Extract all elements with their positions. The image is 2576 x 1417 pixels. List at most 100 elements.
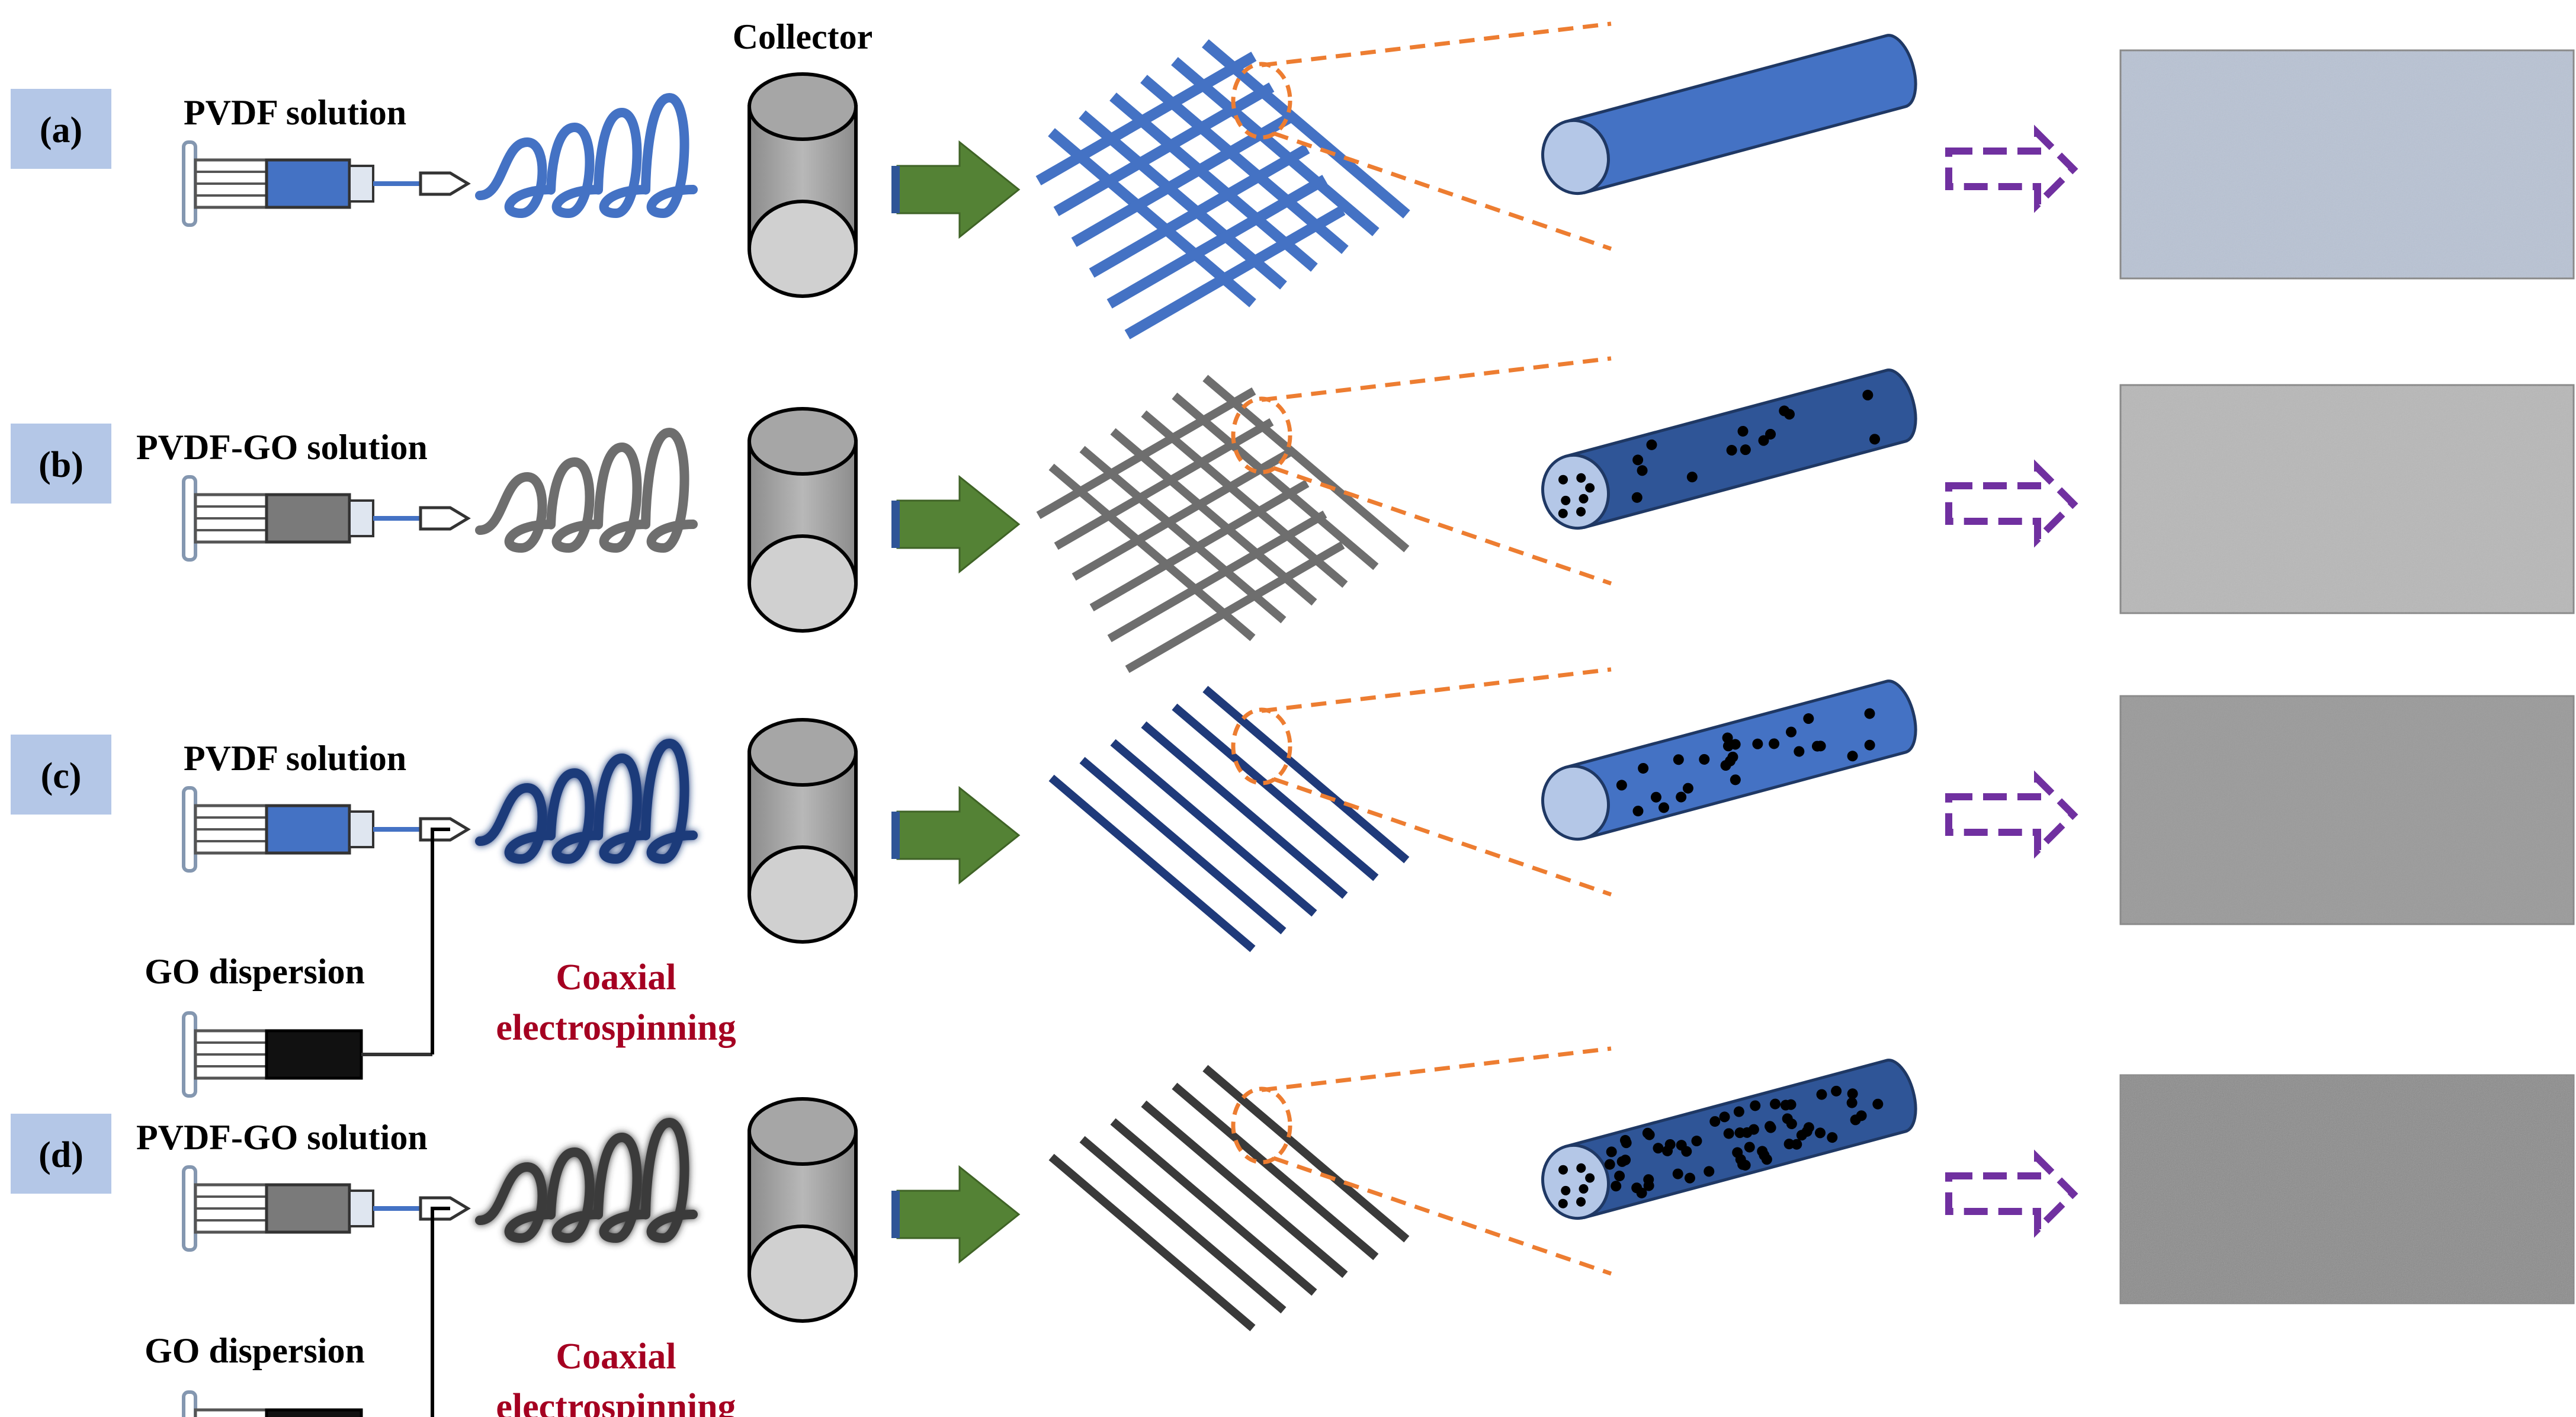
syringe-barrel	[265, 804, 351, 855]
go-particle	[1722, 732, 1733, 743]
zoom-line	[1261, 667, 1612, 713]
go-particle	[1782, 1113, 1793, 1124]
mesh-fiber	[1202, 685, 1410, 864]
go-particle	[1765, 428, 1776, 440]
dispersion-barrel	[265, 1029, 363, 1080]
go-particle	[1621, 1137, 1632, 1149]
go-particle	[1673, 754, 1684, 765]
zoom-line	[1272, 131, 1612, 251]
fiber-mesh	[1036, 374, 1410, 673]
mesh-fiber	[1141, 410, 1348, 588]
go-particle	[1658, 802, 1670, 813]
go-particle	[1606, 1146, 1617, 1158]
mesh-fiber	[1079, 110, 1287, 290]
fiber-mesh	[1036, 1065, 1410, 1363]
syringe-flange	[182, 786, 197, 873]
syringe-barrel	[265, 158, 351, 209]
mesh-fiber	[1141, 1100, 1348, 1278]
spiral-jet	[475, 427, 698, 553]
go-particle	[1791, 1139, 1802, 1150]
go-particle	[1816, 1089, 1827, 1100]
mesh-fiber	[1036, 387, 1256, 520]
mesh-fiber	[1107, 510, 1327, 643]
go-particle	[1614, 1171, 1625, 1182]
go-particle	[1561, 495, 1571, 505]
mesh-fiber	[1171, 57, 1380, 236]
syringe-barrel	[265, 493, 351, 544]
mesh-fiber	[1089, 479, 1310, 612]
go-particle	[1726, 445, 1737, 456]
go-particle	[1632, 454, 1644, 466]
row-tag-box	[11, 424, 111, 504]
go-particle	[1631, 492, 1643, 503]
go-particle	[1558, 1198, 1568, 1208]
row-tag: (b)	[39, 445, 84, 485]
mesh-fiber	[1089, 1169, 1310, 1302]
go-particle	[1632, 806, 1644, 817]
go-particle	[1769, 1098, 1781, 1110]
row-tag: (a)	[40, 110, 82, 150]
row-tag: (d)	[39, 1135, 84, 1175]
zoom-line	[1272, 1156, 1612, 1276]
go-particle	[1579, 1184, 1589, 1194]
go-particle	[1811, 740, 1823, 752]
mesh-fiber	[1107, 1200, 1327, 1333]
go-particle	[1558, 508, 1568, 518]
go-particle	[1765, 1122, 1776, 1133]
syringe	[182, 475, 471, 562]
go-particle	[1737, 425, 1749, 437]
go-particle	[1785, 1099, 1797, 1110]
collector-label: Collector	[733, 17, 873, 56]
collector-drum	[748, 1097, 858, 1323]
fiber-cylinder	[1541, 679, 1917, 841]
zoom-line	[1261, 356, 1612, 402]
go-particle	[1576, 506, 1586, 517]
go-particle	[1704, 1166, 1715, 1177]
go-particle	[1585, 1173, 1595, 1183]
result-arrow	[1945, 124, 2078, 213]
go-particle	[1631, 1182, 1643, 1194]
go-particle	[1642, 1127, 1653, 1139]
collector-drum	[748, 718, 858, 944]
mesh-fiber	[1106, 175, 1328, 309]
zoom-line	[1272, 777, 1612, 897]
go-particle	[1758, 435, 1769, 446]
row-tag-box	[11, 89, 111, 169]
go-particle	[1872, 1098, 1884, 1110]
go-particle	[1558, 1165, 1568, 1175]
go-particle	[1741, 1127, 1753, 1138]
go-particle	[1643, 1180, 1654, 1191]
mesh-fiber	[1172, 703, 1379, 881]
mesh-fiber	[1036, 698, 1256, 831]
mesh-fiber	[1125, 852, 1345, 984]
rows: (a)PVDF solution(b)PVDF-GO solution(c)PV…	[11, 21, 2575, 1417]
mesh-fiber	[1109, 92, 1318, 272]
sample-texture	[2121, 696, 2574, 924]
go-particle	[1672, 1168, 1683, 1179]
mesh-fiber	[1125, 1231, 1345, 1363]
mesh-fiber	[1048, 774, 1256, 953]
go-particle	[1676, 1140, 1687, 1151]
dispersion-syringe	[182, 828, 450, 1098]
method-label: Coaxial	[556, 1336, 676, 1377]
go-particle	[1699, 754, 1710, 765]
mesh-fiber	[1172, 1082, 1379, 1261]
spiral-jet	[475, 92, 698, 219]
fiber-end	[1541, 1143, 1610, 1220]
go-particle	[1803, 713, 1814, 724]
mesh-fiber	[1110, 1118, 1317, 1296]
go-particle	[1730, 774, 1741, 786]
syringe-tip	[348, 165, 374, 203]
coaxial-line	[431, 1207, 450, 1417]
go-particle	[1831, 1085, 1842, 1097]
mesh-fiber	[1107, 821, 1327, 954]
go-particle	[1604, 1159, 1615, 1170]
process-arrow	[896, 475, 1021, 574]
dispersion-barrel	[265, 1408, 363, 1417]
mesh-fiber	[1089, 144, 1310, 278]
mesh-fiber	[1048, 1153, 1256, 1332]
syringe	[182, 786, 471, 873]
mesh-fiber	[1202, 1065, 1410, 1243]
go-particle	[1786, 726, 1797, 738]
mesh-fiber	[1048, 128, 1256, 307]
